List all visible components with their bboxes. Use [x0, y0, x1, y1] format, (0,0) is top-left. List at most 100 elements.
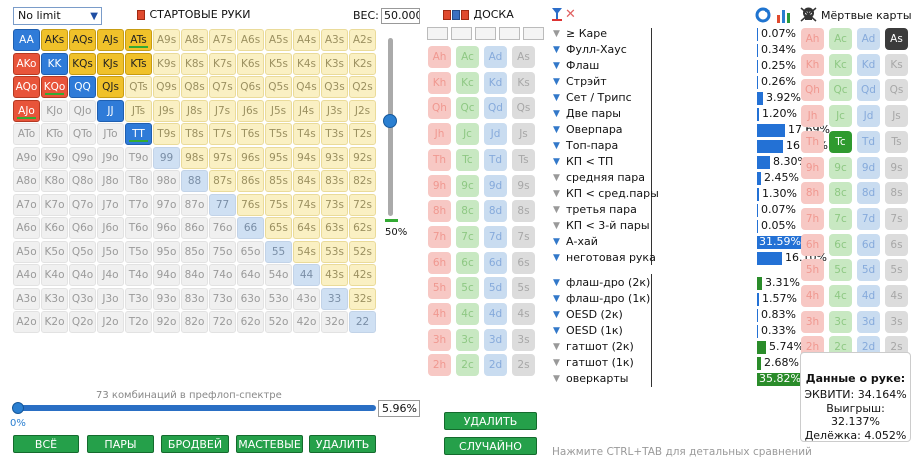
draw-row[interactable]: ▼OESD (2к)0.83%	[553, 307, 796, 323]
hand-cell-T4s[interactable]: T4s	[293, 123, 320, 145]
hand-cell-85s[interactable]: 85s	[265, 170, 292, 192]
dead-card-7s[interactable]: 7s	[885, 207, 908, 230]
hand-cell-KJo[interactable]: KJo	[41, 99, 68, 122]
hand-cell-72o[interactable]: 72o	[209, 311, 236, 333]
dead-card-7d[interactable]: 7d	[857, 207, 880, 230]
hand-cell-93s[interactable]: 93s	[321, 146, 348, 169]
board-card-5h[interactable]: 5h	[428, 277, 451, 300]
hand-cell-J8s[interactable]: J8s	[181, 99, 208, 122]
hand-cell-73s[interactable]: 73s	[321, 193, 348, 216]
hand-cell-86o[interactable]: 86o	[181, 217, 208, 239]
hand-cell-ATo[interactable]: ATo	[13, 123, 40, 145]
board-card-6d[interactable]: 6d	[484, 251, 507, 274]
hand-cell-K2o[interactable]: K2o	[41, 311, 68, 333]
hand-cell-98o[interactable]: 98o	[153, 170, 180, 192]
range-percent-input[interactable]: 5.96%	[378, 400, 420, 417]
hand-cell-T6s[interactable]: T6s	[237, 123, 264, 145]
hand-cell-A7o[interactable]: A7o	[13, 193, 40, 216]
board-card-Qc[interactable]: Qc	[456, 97, 479, 120]
hand-cell-75o[interactable]: 75o	[209, 240, 236, 263]
hand-cell-KJs[interactable]: KJs	[97, 52, 124, 75]
hand-cell-AJs[interactable]: AJs	[97, 29, 124, 51]
dead-card-5s[interactable]: 5s	[885, 259, 908, 282]
dead-card-9s[interactable]: 9s	[885, 156, 908, 179]
filter-icon[interactable]: ▼	[553, 77, 560, 87]
hand-cell-K6s[interactable]: K6s	[237, 52, 264, 75]
filter-icon[interactable]: ▼	[553, 173, 560, 183]
hand-cell-93o[interactable]: 93o	[153, 287, 180, 310]
hand-cell-84o[interactable]: 84o	[181, 264, 208, 286]
filter-icon[interactable]: ▼	[553, 237, 560, 247]
range-slider-knob[interactable]	[12, 402, 24, 414]
hand-cell-94s[interactable]: 94s	[293, 146, 320, 169]
hand-cell-82s[interactable]: 82s	[349, 170, 376, 192]
hand-cell-A5o[interactable]: A5o	[13, 240, 40, 263]
hand-cell-98s[interactable]: 98s	[181, 146, 208, 169]
dead-card-9h[interactable]: 9h	[801, 156, 824, 179]
hand-cell-K8o[interactable]: K8o	[41, 170, 68, 192]
dead-card-9c[interactable]: 9c	[829, 156, 852, 179]
board-card-Td[interactable]: Td	[484, 148, 507, 171]
hand-cell-K8s[interactable]: K8s	[181, 52, 208, 75]
board-card-8h[interactable]: 8h	[428, 200, 451, 223]
hand-cell-K2s[interactable]: K2s	[349, 52, 376, 75]
dead-card-6s[interactable]: 6s	[885, 233, 908, 256]
hand-cell-T7s[interactable]: T7s	[209, 123, 236, 145]
board-delete-button[interactable]: УДАЛИТЬ	[444, 412, 537, 430]
hand-cell-J6o[interactable]: J6o	[97, 217, 124, 239]
hand-cell-88[interactable]: 88	[181, 170, 208, 192]
board-card-Qs[interactable]: Qs	[512, 97, 535, 120]
board-card-Ah[interactable]: Ah	[428, 46, 451, 68]
hand-cell-T6o[interactable]: T6o	[125, 217, 152, 239]
dead-card-3s[interactable]: 3s	[885, 310, 908, 333]
dead-card-4h[interactable]: 4h	[801, 285, 824, 307]
dead-card-Ks[interactable]: Ks	[885, 53, 908, 76]
hand-cell-97s[interactable]: 97s	[209, 146, 236, 169]
hand-cell-Q9o[interactable]: Q9o	[69, 146, 96, 169]
hand-cell-A8s[interactable]: A8s	[181, 29, 208, 51]
hand-cell-K7s[interactable]: K7s	[209, 52, 236, 75]
hand-cell-63o[interactable]: 63o	[237, 287, 264, 310]
board-card-Qh[interactable]: Qh	[428, 97, 451, 120]
dead-card-3c[interactable]: 3c	[829, 310, 852, 333]
hand-cell-AA[interactable]: AA	[13, 29, 40, 51]
board-card-4s[interactable]: 4s	[512, 303, 535, 325]
hand-cell-K5s[interactable]: K5s	[265, 52, 292, 75]
hand-cell-96s[interactable]: 96s	[237, 146, 264, 169]
hand-cell-A2s[interactable]: A2s	[349, 29, 376, 51]
filter-icon[interactable]: ▼	[553, 157, 560, 167]
hand-cell-65o[interactable]: 65o	[237, 240, 264, 263]
board-card-9c[interactable]: 9c	[456, 174, 479, 197]
dead-card-Jd[interactable]: Jd	[857, 105, 880, 128]
refresh-icon[interactable]	[755, 7, 771, 23]
made-row[interactable]: ▼Топ-пара16.40%	[553, 138, 828, 154]
hand-cell-KQo[interactable]: KQo	[41, 76, 68, 98]
draw-row[interactable]: ▼флаш-дро (2к)3.31%	[553, 275, 800, 291]
hand-cell-T9o[interactable]: T9o	[125, 146, 152, 169]
chart-icon[interactable]	[776, 8, 792, 23]
board-card-6h[interactable]: 6h	[428, 251, 451, 274]
hand-cell-54o[interactable]: 54o	[265, 264, 292, 286]
draw-row[interactable]: ▼OESD (1к)0.33%	[553, 323, 796, 339]
hand-cell-K7o[interactable]: K7o	[41, 193, 68, 216]
hand-cell-T5o[interactable]: T5o	[125, 240, 152, 263]
hand-cell-76o[interactable]: 76o	[209, 217, 236, 239]
hand-cell-A9s[interactable]: A9s	[153, 29, 180, 51]
dead-card-6d[interactable]: 6d	[857, 233, 880, 256]
hand-cell-TT[interactable]: TT	[125, 123, 152, 145]
hand-cell-QJs[interactable]: QJs	[97, 76, 124, 98]
board-card-8s[interactable]: 8s	[512, 200, 535, 223]
dead-card-Kd[interactable]: Kd	[857, 53, 880, 76]
filter-icon[interactable]: ▼	[553, 310, 560, 320]
dead-card-3h[interactable]: 3h	[801, 310, 824, 333]
board-card-7h[interactable]: 7h	[428, 225, 451, 248]
hand-cell-Q4s[interactable]: Q4s	[293, 76, 320, 98]
hand-cell-96o[interactable]: 96o	[153, 217, 180, 239]
hand-cell-T3o[interactable]: T3o	[125, 287, 152, 310]
hand-cell-QQ[interactable]: QQ	[69, 76, 96, 98]
hand-cell-Q3o[interactable]: Q3o	[69, 287, 96, 310]
board-card-Th[interactable]: Th	[428, 148, 451, 171]
filter-icon[interactable]	[552, 8, 562, 21]
hand-cell-73o[interactable]: 73o	[209, 287, 236, 310]
